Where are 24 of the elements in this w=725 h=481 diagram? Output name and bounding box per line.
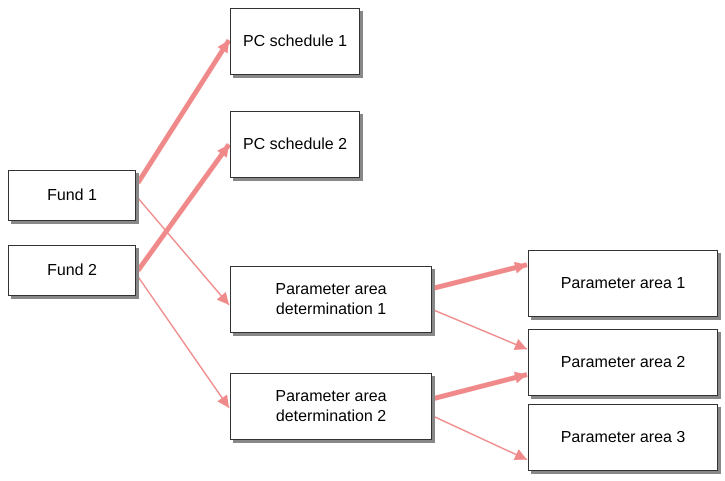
process-box	[230, 111, 360, 178]
process-box	[230, 266, 432, 333]
box-label: PC schedule 2	[242, 134, 348, 154]
process-box	[8, 245, 136, 296]
box-label: Parameter area 1	[560, 274, 686, 294]
process-box	[8, 170, 136, 221]
box-label: Parameter area 3	[560, 428, 686, 448]
process-box	[230, 8, 360, 75]
process-box	[528, 404, 718, 471]
box-label: Parameter area determination 1	[274, 280, 388, 319]
box-label: Parameter area 2	[560, 352, 686, 372]
arrow	[434, 416, 528, 460]
arrow	[137, 198, 230, 306]
process-box	[528, 329, 718, 396]
box-label: Fund 1	[46, 186, 98, 206]
process-box	[230, 373, 432, 440]
box-label: Parameter area determination 2	[274, 387, 388, 426]
box-label: PC schedule 1	[242, 32, 348, 52]
arrow	[137, 276, 230, 408]
arrow	[433, 372, 528, 401]
arrow	[433, 262, 528, 291]
box-label: Fund 2	[46, 260, 98, 280]
process-box	[528, 250, 718, 317]
arrow	[434, 310, 528, 350]
